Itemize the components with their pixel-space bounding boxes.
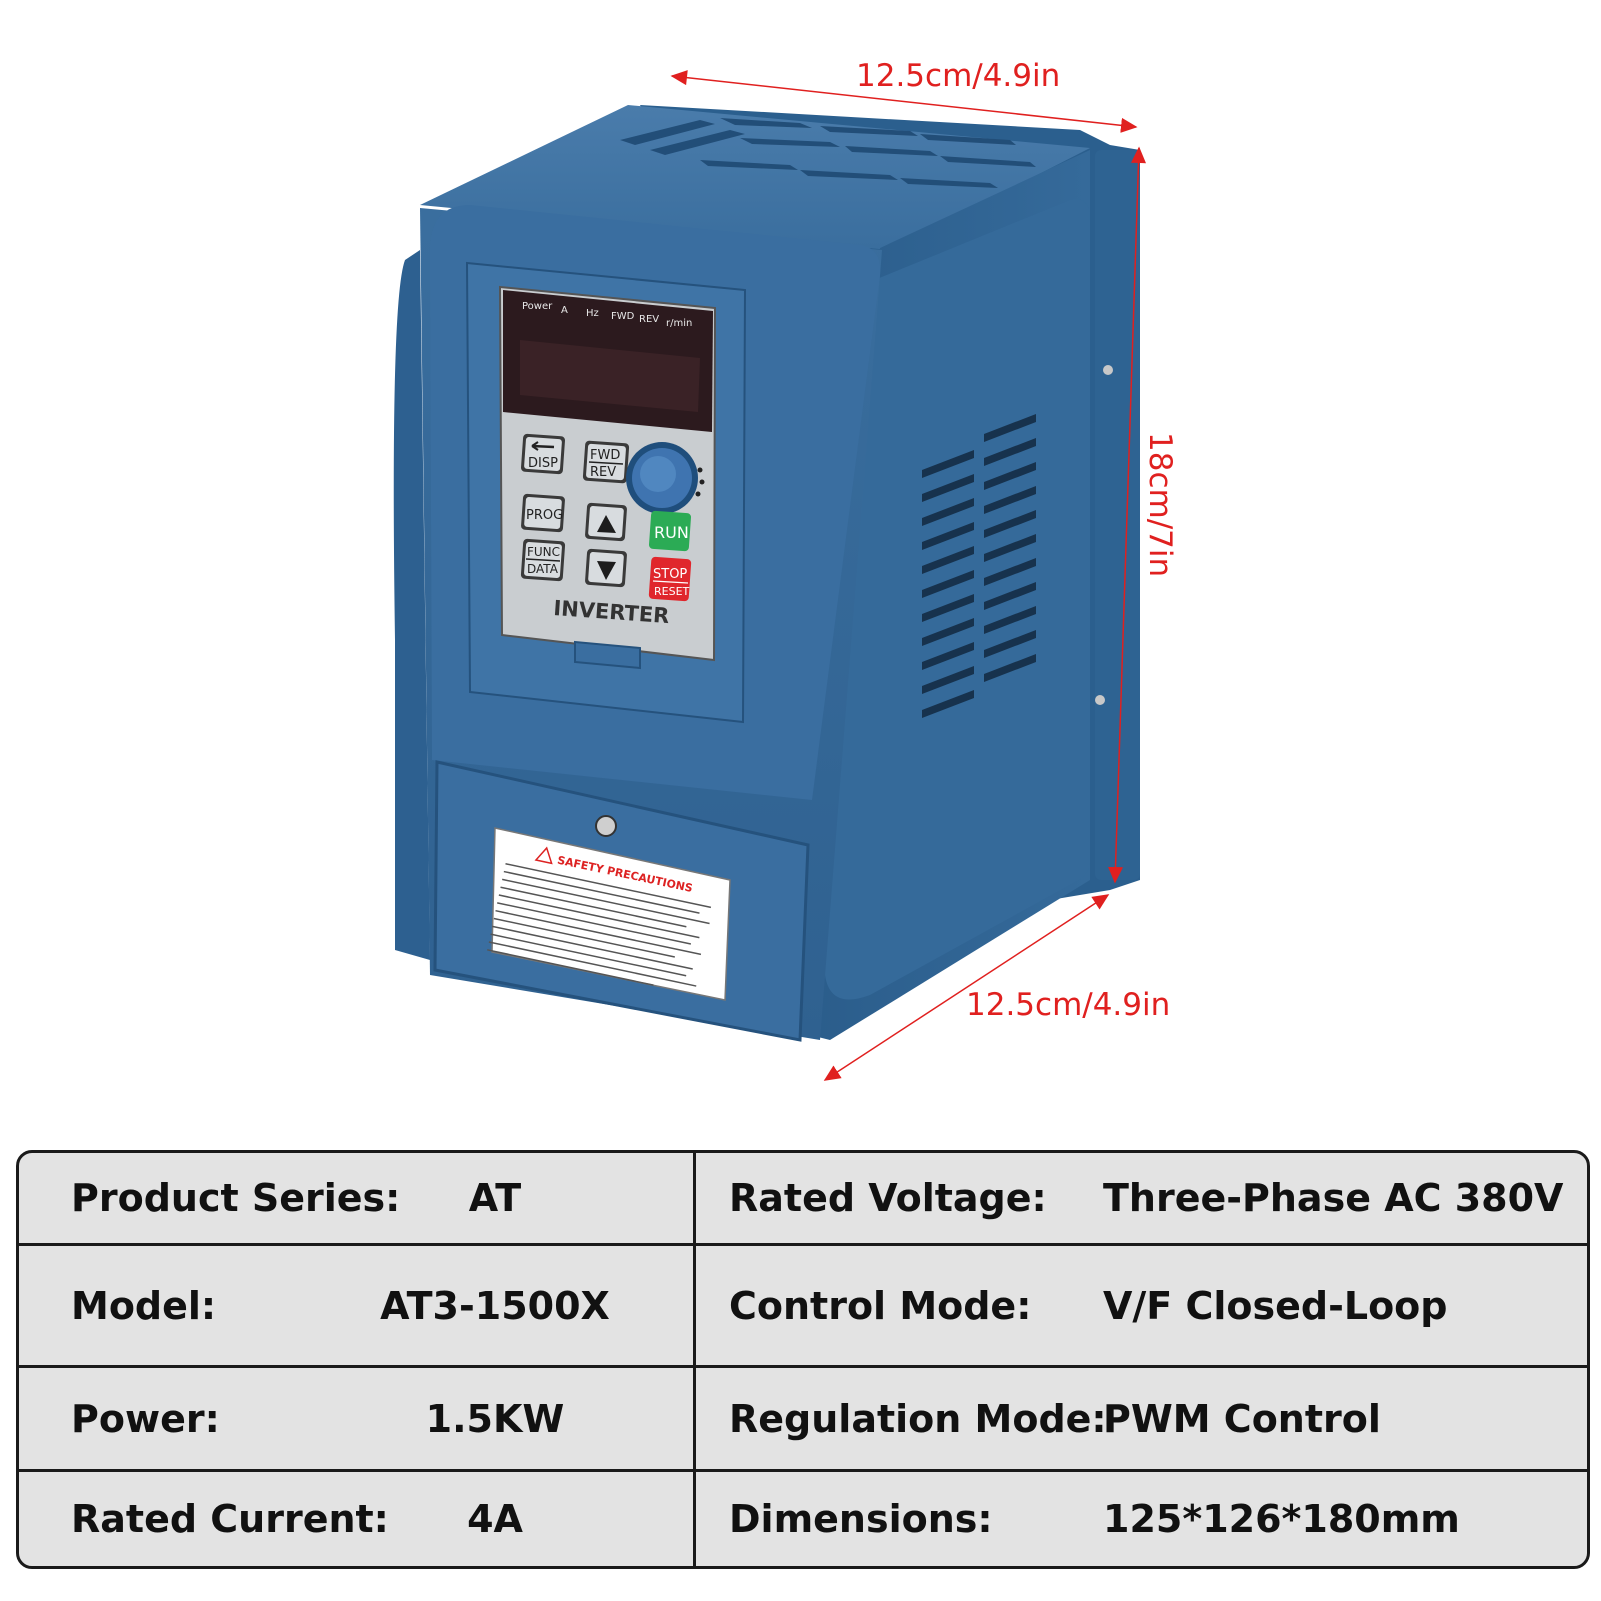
svg-text:FUNC: FUNC	[527, 545, 560, 559]
left-edge	[393, 250, 430, 960]
spec-row: Product Series: AT Rated Voltage: Three-…	[19, 1153, 1587, 1246]
vent-slot	[984, 630, 1036, 658]
spec-value: PWM Control	[1103, 1396, 1381, 1441]
disp-button[interactable]: DISP	[520, 433, 566, 475]
svg-text:DISP: DISP	[528, 456, 558, 471]
height-label: 18cm/7in	[1142, 432, 1178, 577]
spec-row: Rated Current: 4A Dimensions: 125*126*18…	[19, 1472, 1587, 1566]
spec-value: V/F Closed-Loop	[1103, 1283, 1448, 1328]
vent-slot	[984, 582, 1036, 610]
run-button[interactable]: RUN	[648, 510, 692, 552]
arrow-down-icon	[597, 561, 616, 580]
spec-label: Model:	[71, 1283, 217, 1328]
vent-slot	[984, 414, 1036, 442]
spec-label: Control Mode:	[729, 1283, 1032, 1328]
spec-label: Power:	[71, 1396, 220, 1441]
vent-slot	[984, 462, 1036, 490]
keypad-latch	[574, 640, 641, 670]
spec-row: Model: AT3-1500X Control Mode: V/F Close…	[19, 1246, 1587, 1368]
keypad: Power A Hz FWD REV r/min DISP FWD REV	[498, 285, 717, 670]
depth-label: 12.5cm/4.9in	[966, 987, 1170, 1023]
indicator-power: Power	[522, 301, 553, 312]
width-label: 12.5cm/4.9in	[856, 58, 1060, 94]
speed-knob[interactable]	[626, 442, 705, 514]
spec-label: Dimensions:	[729, 1497, 993, 1541]
svg-text:REV: REV	[590, 465, 616, 480]
indicator-a: A	[561, 305, 568, 316]
arrow-left-icon	[531, 444, 555, 449]
vent-slot	[922, 498, 974, 526]
vent-slot	[922, 690, 974, 718]
down-button[interactable]	[585, 548, 627, 588]
stop-reset-button[interactable]: STOP RESET	[648, 556, 692, 602]
screw-icon	[1103, 365, 1113, 375]
vent-slot	[922, 450, 974, 478]
spec-table: Product Series: AT Rated Voltage: Three-…	[16, 1150, 1590, 1569]
warning-icon	[534, 846, 553, 865]
fwd-rev-button[interactable]: FWD REV	[582, 440, 630, 484]
side-vent-slots	[922, 414, 1036, 718]
svg-text:STOP: STOP	[653, 567, 687, 582]
vent-slot	[922, 570, 974, 598]
spec-value: Three-Phase AC 380V	[1103, 1176, 1564, 1220]
height-line	[1107, 146, 1147, 884]
func-data-button[interactable]: FUNC DATA	[520, 538, 566, 582]
svg-text:PROG: PROG	[526, 508, 563, 523]
svg-text:RUN: RUN	[654, 523, 689, 542]
cover-screw-icon	[595, 815, 617, 837]
spec-value: 125*126*180mm	[1103, 1497, 1460, 1541]
svg-text:RESET: RESET	[654, 585, 690, 598]
svg-text:DATA: DATA	[527, 562, 559, 576]
product-image: Power A Hz FWD REV r/min DISP FWD REV	[393, 58, 1178, 1081]
vent-slot	[984, 486, 1036, 514]
spec-value: AT3-1500X	[380, 1283, 610, 1328]
svg-text:FWD: FWD	[590, 448, 620, 463]
vent-slot	[922, 642, 974, 670]
prog-button[interactable]: PROG	[521, 493, 565, 533]
right-side	[790, 150, 1090, 1040]
spec-value: 4A	[467, 1497, 523, 1541]
fine-print	[487, 863, 712, 987]
spec-label: Regulation Mode:	[729, 1396, 1107, 1441]
spec-label: Product Series:	[71, 1176, 401, 1220]
spec-label: Rated Voltage:	[729, 1176, 1047, 1220]
vent-slot	[984, 558, 1036, 586]
column-divider	[693, 1153, 696, 1566]
vent-slot	[984, 510, 1036, 538]
indicator-labels: Power A Hz FWD REV r/min	[522, 301, 692, 329]
vent-slot	[922, 594, 974, 622]
depth-line	[823, 894, 1110, 1081]
spec-value: AT	[468, 1176, 522, 1220]
indicator-fwd: FWD	[611, 311, 635, 322]
spec-value: 1.5KW	[425, 1396, 565, 1441]
vent-slot	[922, 666, 974, 694]
spec-row: Power: 1.5KW Regulation Mode: PWM Contro…	[19, 1368, 1587, 1472]
indicator-rmin: r/min	[666, 318, 692, 329]
vent-slot	[922, 618, 974, 646]
vent-slot	[984, 654, 1036, 682]
vent-slot	[984, 606, 1036, 634]
vent-slot	[922, 522, 974, 550]
vent-slot	[984, 534, 1036, 562]
safety-label: SAFETY PRECAUTIONS	[487, 827, 731, 1001]
up-button[interactable]	[585, 502, 627, 542]
vent-slot	[984, 438, 1036, 466]
arrow-up-icon	[597, 515, 616, 533]
screw-icon	[1095, 695, 1105, 705]
width-line	[670, 70, 1138, 133]
indicator-rev: REV	[639, 314, 659, 325]
dimension-lines: 12.5cm/4.9in 18cm/7in 12.5cm/4.9in	[670, 58, 1178, 1081]
indicator-hz: Hz	[586, 308, 599, 319]
vent-slot	[922, 474, 974, 502]
vent-slot	[922, 546, 974, 574]
spec-label: Rated Current:	[71, 1497, 389, 1541]
